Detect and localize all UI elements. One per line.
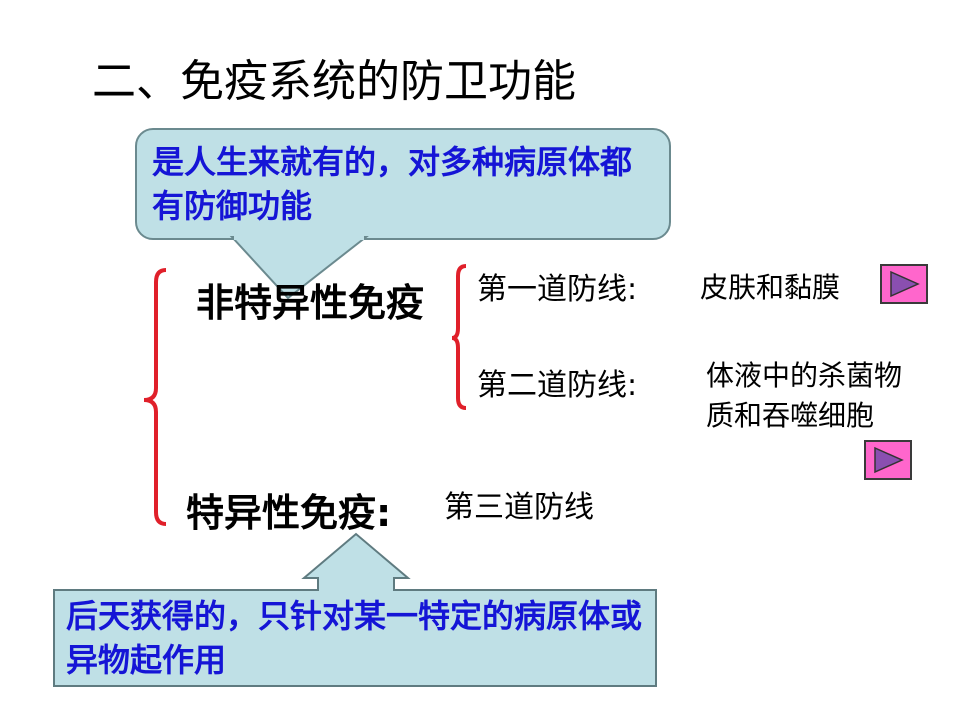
- second-line-desc-1: 体液中的杀菌物: [706, 359, 903, 392]
- callout-innate: [135, 128, 671, 240]
- page-title: 二、免疫系统的防卫功能: [92, 56, 576, 107]
- second-line-nav-button[interactable]: [864, 440, 912, 480]
- sub-bracket: [451, 264, 467, 410]
- first-line-label: 第一道防线:: [477, 272, 638, 307]
- first-line-desc: 皮肤和黏膜: [700, 271, 841, 304]
- specific-immunity-heading: 特异性免疫:: [186, 491, 392, 535]
- third-line-label: 第三道防线: [444, 490, 594, 525]
- play-arrow-icon: [874, 446, 904, 474]
- main-bracket: [143, 268, 167, 526]
- second-line-desc-2: 质和吞噬细胞: [706, 399, 875, 432]
- play-arrow-icon: [890, 270, 920, 298]
- nonspecific-immunity-heading: 非特异性免疫: [196, 281, 425, 325]
- first-line-nav-button[interactable]: [880, 264, 928, 304]
- callout-acquired-text: 后天获得的，只针对某一特定的病原体或异物起作用: [66, 597, 643, 679]
- callout-innate-text: 是人生来就有的，对多种病原体都有防御功能: [152, 143, 633, 225]
- second-line-label: 第二道防线:: [477, 368, 638, 403]
